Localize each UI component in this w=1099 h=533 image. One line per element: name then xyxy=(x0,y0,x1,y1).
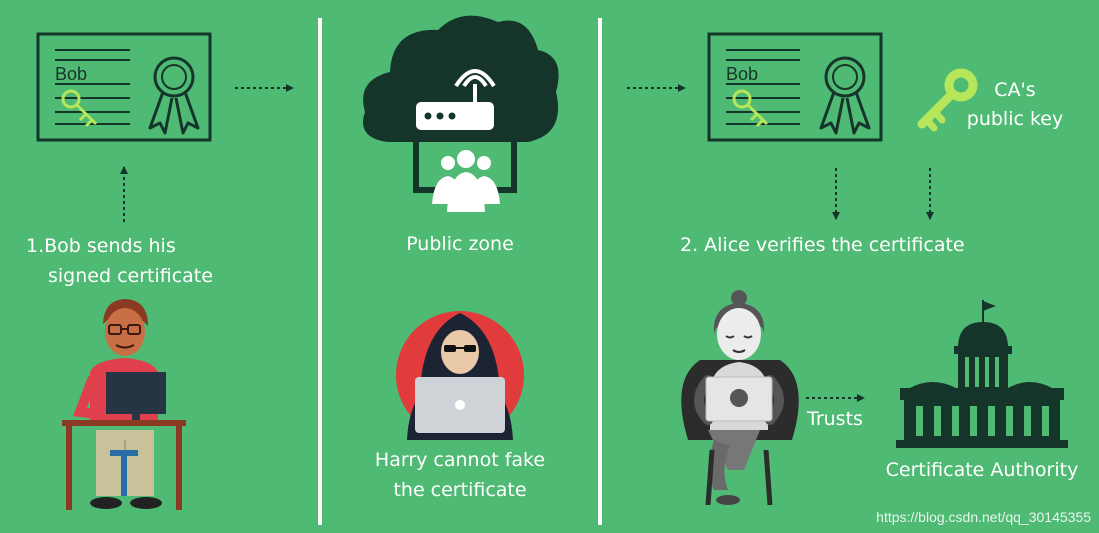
ca-public-key-label-line2: public key xyxy=(966,108,1064,130)
ca-public-key-icon xyxy=(917,68,978,132)
trusts-label: Trusts xyxy=(807,408,863,430)
certificate-authority-building-icon xyxy=(896,300,1068,448)
verify-step-label: 2. Alice verifies the certificate xyxy=(680,234,965,256)
alice-person-icon xyxy=(681,290,799,506)
watermark: https://blog.csdn.net/qq_30145355 xyxy=(876,509,1091,525)
harry-hacker-icon xyxy=(396,311,524,440)
certificate-bob-right xyxy=(707,32,883,142)
sender-caption: 1.Bob sends his signed certificate xyxy=(26,231,213,291)
certificate-name-left: Bob xyxy=(55,64,87,84)
sender-caption-line1: 1.Bob sends his xyxy=(26,235,176,257)
attacker-caption-line2: the certificate xyxy=(393,479,527,501)
certificate-authority-label: Certificate Authority xyxy=(885,459,1079,481)
attacker-caption: Harry cannot fake the certificate xyxy=(340,445,580,505)
attacker-caption-line1: Harry cannot fake xyxy=(374,449,546,471)
public-zone-label: Public zone xyxy=(406,233,514,255)
key-icon xyxy=(61,89,98,128)
certificate-bob-left xyxy=(36,32,212,142)
ca-public-key-label-line1: CA's xyxy=(994,79,1036,101)
cloud-router-icon xyxy=(363,15,559,193)
key-icon xyxy=(732,89,769,128)
users-group-icon xyxy=(432,150,500,212)
seal-ribbon-icon xyxy=(148,56,200,135)
seal-ribbon-icon xyxy=(819,56,871,135)
sender-caption-line2: signed certificate xyxy=(48,265,213,287)
bob-person-icon xyxy=(62,299,186,510)
ca-public-key-label: CA's public key xyxy=(955,76,1075,134)
certificate-name-right: Bob xyxy=(726,64,758,84)
